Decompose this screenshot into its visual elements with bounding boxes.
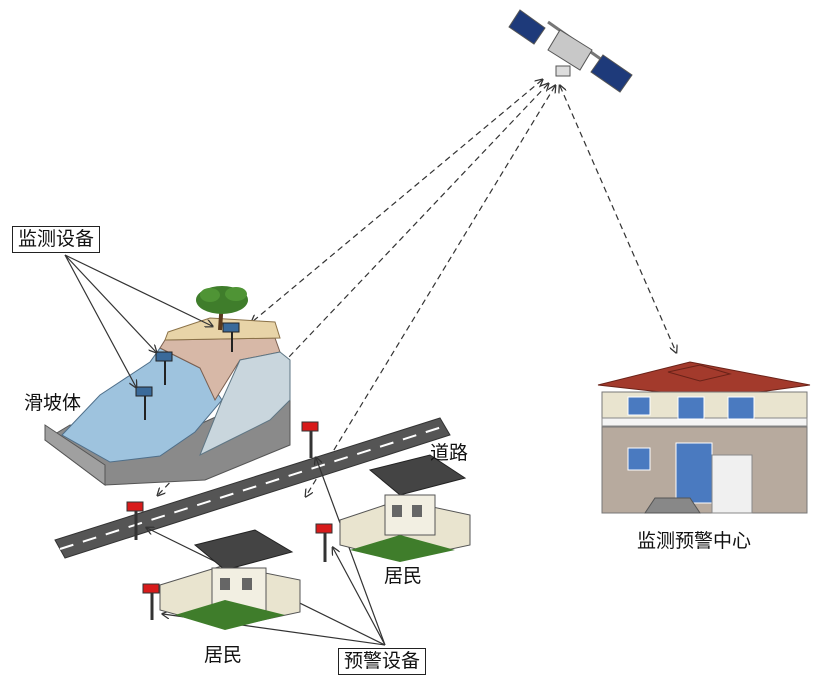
road	[54, 417, 451, 559]
monitoring-device-label: 监测设备	[12, 226, 101, 253]
warning-pole-icon	[315, 523, 333, 562]
monitoring-device-pointers	[64, 254, 212, 387]
warning-pole-icon	[142, 583, 160, 620]
sensor-icon	[222, 322, 240, 352]
house-icon	[339, 454, 471, 562]
residents-label-left: 居民	[204, 644, 243, 666]
landslide-block	[44, 286, 291, 486]
monitoring-center-label: 监测预警中心	[637, 530, 752, 552]
satellite-icon	[508, 9, 633, 93]
landslide-label: 滑坡体	[24, 392, 82, 414]
house-icon	[159, 529, 301, 630]
warning-device-label: 预警设备	[338, 648, 427, 675]
sensor-icon	[155, 351, 173, 385]
road-label: 道路	[430, 442, 469, 464]
warning-pole-icon	[126, 501, 144, 540]
residents-label-right: 居民	[384, 565, 423, 587]
tree-icon	[196, 286, 248, 331]
monitoring-center-building	[597, 361, 811, 514]
sensor-icon	[135, 386, 153, 420]
warning-pole-icon	[301, 421, 319, 458]
